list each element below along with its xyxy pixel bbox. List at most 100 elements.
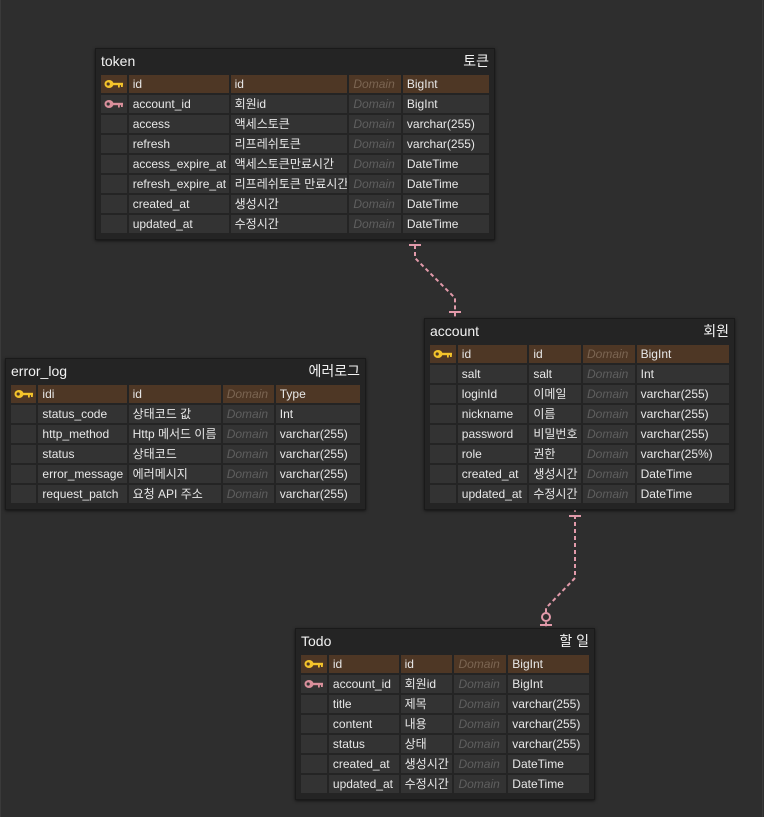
domain-placeholder[interactable]: Domain (582, 465, 635, 483)
logical-name[interactable]: 제목 (400, 695, 453, 713)
domain-placeholder[interactable]: Domain (582, 385, 635, 403)
data-type[interactable]: varchar(255) (508, 695, 589, 713)
data-type[interactable]: DateTime (402, 175, 489, 193)
column-name[interactable]: idi (38, 385, 127, 403)
column-name[interactable]: status (328, 735, 399, 753)
column-name[interactable]: created_at (128, 195, 229, 213)
logical-name[interactable]: 이름 (529, 405, 581, 423)
logical-name[interactable]: 액세스토큰 (230, 115, 348, 133)
logical-name[interactable]: salt (529, 365, 581, 383)
data-type[interactable]: BigInt (402, 75, 489, 93)
logical-name[interactable]: 회원id (400, 675, 453, 693)
data-type[interactable]: varchar(255) (508, 735, 589, 753)
column-name[interactable]: refresh (128, 135, 229, 153)
data-type[interactable]: DateTime (508, 775, 589, 793)
column-name[interactable]: salt (457, 365, 528, 383)
column-name[interactable]: password (457, 425, 528, 443)
domain-placeholder[interactable]: Domain (349, 95, 401, 113)
data-type[interactable]: BigInt (508, 675, 589, 693)
data-type[interactable]: BigInt (402, 95, 489, 113)
data-type[interactable]: varchar(255) (275, 485, 360, 503)
data-type[interactable]: varchar(255) (275, 445, 360, 463)
column-name[interactable]: access_expire_at (128, 155, 229, 173)
column-name[interactable]: id (128, 75, 229, 93)
domain-placeholder[interactable]: Domain (454, 775, 507, 793)
data-type[interactable]: varchar(255) (636, 385, 729, 403)
column-name[interactable]: created_at (328, 755, 399, 773)
domain-placeholder[interactable]: Domain (349, 155, 401, 173)
column-name[interactable]: nickname (457, 405, 528, 423)
domain-placeholder[interactable]: Domain (582, 425, 635, 443)
data-type[interactable]: varchar(255) (402, 135, 489, 153)
domain-placeholder[interactable]: Domain (349, 115, 401, 133)
column-name[interactable]: request_patch (38, 485, 127, 503)
logical-name[interactable]: 상태코드 값 (128, 405, 221, 423)
column-name[interactable]: refresh_expire_at (128, 175, 229, 193)
domain-placeholder[interactable]: Domain (222, 485, 274, 503)
column-name[interactable]: title (328, 695, 399, 713)
data-type[interactable]: varchar(255) (636, 405, 729, 423)
domain-placeholder[interactable]: Domain (349, 195, 401, 213)
data-type[interactable]: BigInt (508, 655, 589, 673)
data-type[interactable]: Int (636, 365, 729, 383)
column-name[interactable]: account_id (128, 95, 229, 113)
relationship-token-account[interactable] (409, 238, 461, 320)
logical-name[interactable]: 생성시간 (529, 465, 581, 483)
logical-name[interactable]: 상태 (400, 735, 453, 753)
logical-name[interactable]: 수정시간 (400, 775, 453, 793)
logical-name[interactable]: Http 메서드 이름 (128, 425, 221, 443)
column-name[interactable]: created_at (457, 465, 528, 483)
domain-placeholder[interactable]: Domain (454, 755, 507, 773)
logical-name[interactable]: id (230, 75, 348, 93)
domain-placeholder[interactable]: Domain (222, 405, 274, 423)
data-type[interactable]: DateTime (402, 215, 489, 233)
domain-placeholder[interactable]: Domain (454, 715, 507, 733)
data-type[interactable]: varchar(255) (275, 465, 360, 483)
column-name[interactable]: status (38, 445, 127, 463)
logical-name[interactable]: 에러메시지 (128, 465, 221, 483)
domain-placeholder[interactable]: Domain (349, 135, 401, 153)
domain-placeholder[interactable]: Domain (349, 175, 401, 193)
domain-placeholder[interactable]: Domain (582, 445, 635, 463)
domain-placeholder[interactable]: Domain (222, 465, 274, 483)
logical-name[interactable]: 회원id (230, 95, 348, 113)
logical-name[interactable]: 리프레쉬토큰 만료시간 (230, 175, 348, 193)
logical-name[interactable]: id (529, 345, 581, 363)
column-name[interactable]: access (128, 115, 229, 133)
data-type[interactable]: DateTime (636, 465, 729, 483)
domain-placeholder[interactable]: Domain (582, 345, 635, 363)
data-type[interactable]: varchar(255) (636, 425, 729, 443)
data-type[interactable]: DateTime (636, 485, 729, 503)
domain-placeholder[interactable]: Domain (454, 735, 507, 753)
data-type[interactable]: DateTime (508, 755, 589, 773)
relationship-account-todo[interactable] (540, 508, 581, 630)
data-type[interactable]: varchar(255) (275, 425, 360, 443)
column-name[interactable]: updated_at (328, 775, 399, 793)
logical-name[interactable]: 수정시간 (529, 485, 581, 503)
logical-name[interactable]: 리프레쉬토큰 (230, 135, 348, 153)
